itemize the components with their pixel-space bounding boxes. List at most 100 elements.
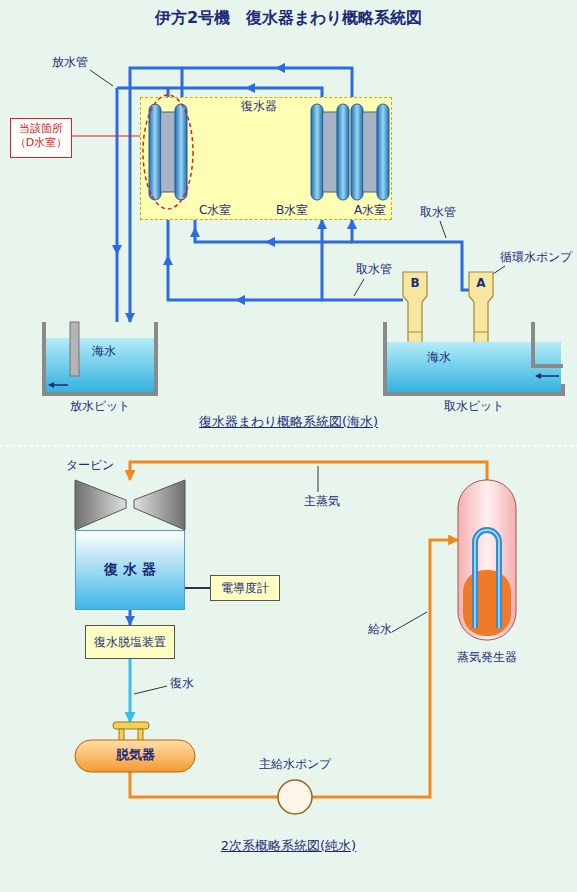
flow-arrow [265, 237, 275, 247]
pipe-connector [130, 462, 487, 480]
section-caption: 2次系概略系統図(純水) [0, 838, 577, 854]
shape-line [167, 112, 168, 192]
shape-svg [445, 478, 529, 678]
shape-line [367, 112, 368, 192]
flow-arrow [163, 255, 173, 265]
section-caption: 復水器まわり概略系統図(海水) [0, 414, 577, 430]
shape-rect [311, 104, 323, 200]
shape-rect [351, 104, 363, 200]
shape-line [325, 112, 326, 192]
shape-line [335, 112, 336, 192]
shape-polygon [48, 382, 54, 388]
shape-line [171, 112, 172, 192]
leader-line [440, 221, 446, 238]
shape-rect [363, 112, 377, 192]
flow-arrow [275, 63, 285, 73]
node-text: 復水器 [241, 99, 277, 114]
shape-g [75, 480, 185, 530]
shape-path [475, 530, 499, 628]
shape-polygon [75, 480, 126, 530]
shape-line [327, 112, 328, 192]
node-text: 復 水 器 [76, 561, 184, 579]
pipe-connector [185, 587, 210, 589]
steam-generator: 蒸気発生器 [445, 478, 529, 678]
shape-rect [463, 570, 511, 636]
edge-label: 取水管 [420, 205, 456, 220]
condenser-box: 復 水 器 [75, 530, 185, 610]
demineralizer-box: 復水脱塩装置 [85, 625, 175, 659]
node-text: 脱気器 [75, 747, 195, 763]
edge-label: 主蒸気 [304, 494, 340, 509]
shape-rect [70, 322, 79, 376]
shape-line [474, 332, 488, 333]
shape-rect [337, 104, 349, 200]
edge-label: 給水 [368, 622, 392, 637]
pipe-connector [72, 135, 140, 136]
node-text: 復水脱塩装置 [86, 635, 174, 650]
shape-line [371, 112, 372, 192]
node-text: A [469, 276, 493, 291]
node-text: 蒸気発生器 [445, 650, 529, 665]
shape-line [333, 112, 334, 192]
shape-rect [175, 104, 187, 200]
deaerator: 脱気器 [75, 722, 195, 772]
shape-path [385, 322, 563, 394]
leader-line [318, 466, 319, 492]
shape-polygon [134, 480, 185, 530]
shape-rect [75, 740, 195, 772]
leader-line [392, 612, 427, 632]
node-text: タービン [66, 458, 114, 473]
leader-line [493, 266, 505, 274]
discharge-pipe [182, 68, 352, 97]
shape-rect [119, 729, 124, 741]
node-text: 海水 [427, 350, 451, 365]
intake-pit: 海水取水ピット [383, 322, 565, 417]
part-label: 循環水ポンプ [500, 250, 572, 265]
shape-path [533, 322, 563, 366]
discharge-pit: 海水放水ピット [42, 322, 158, 417]
node-text: 当該箇所 （D水室） [11, 122, 71, 151]
node-text: B [403, 276, 427, 291]
node-text: 電導度計 [211, 581, 279, 596]
shape-rect [161, 112, 175, 192]
callout-box: 当該箇所 （D水室） [10, 118, 72, 158]
shape-line [329, 112, 330, 192]
part-label: C水室 [199, 203, 231, 218]
discharge-pipe [117, 88, 322, 97]
pipe-connector [322, 220, 403, 300]
part-label: 放水管 [52, 55, 88, 70]
edge-label: 取水管 [356, 262, 392, 277]
shape-line [173, 112, 174, 192]
flow-arrow [245, 83, 255, 93]
pipe-connector [130, 772, 278, 797]
flow-arrow [190, 227, 200, 237]
shape-line [539, 375, 559, 377]
section-divider [0, 445, 577, 447]
shape-rect [458, 480, 516, 640]
shape-rect [138, 729, 143, 741]
shape-line [331, 112, 332, 192]
shape-line [169, 112, 170, 192]
shape-path [44, 322, 156, 394]
node-text: 取水ピット [383, 399, 565, 414]
shape-line [375, 112, 376, 192]
edge-label: 復水 [170, 676, 194, 691]
node-text: 海水 [92, 344, 116, 359]
pipe-connector [129, 610, 132, 625]
leader-line [90, 70, 113, 86]
node-text: 主給水ポンプ [250, 757, 340, 772]
shape-ellipse [143, 95, 193, 209]
part-label: A水室 [354, 203, 386, 218]
flow-arrow [112, 245, 122, 255]
shape-rect [149, 104, 161, 200]
shape-line [373, 112, 374, 192]
shape-line [165, 112, 166, 192]
shape-circle [278, 780, 312, 814]
node-text: 放水ピット [42, 399, 158, 414]
shape-rect [323, 112, 337, 192]
shape-line [163, 112, 164, 192]
diagram-title: 伊方2号機 復水器まわり概略系統図 [0, 8, 577, 28]
part-label: B水室 [276, 203, 308, 218]
leader-line [354, 279, 364, 296]
